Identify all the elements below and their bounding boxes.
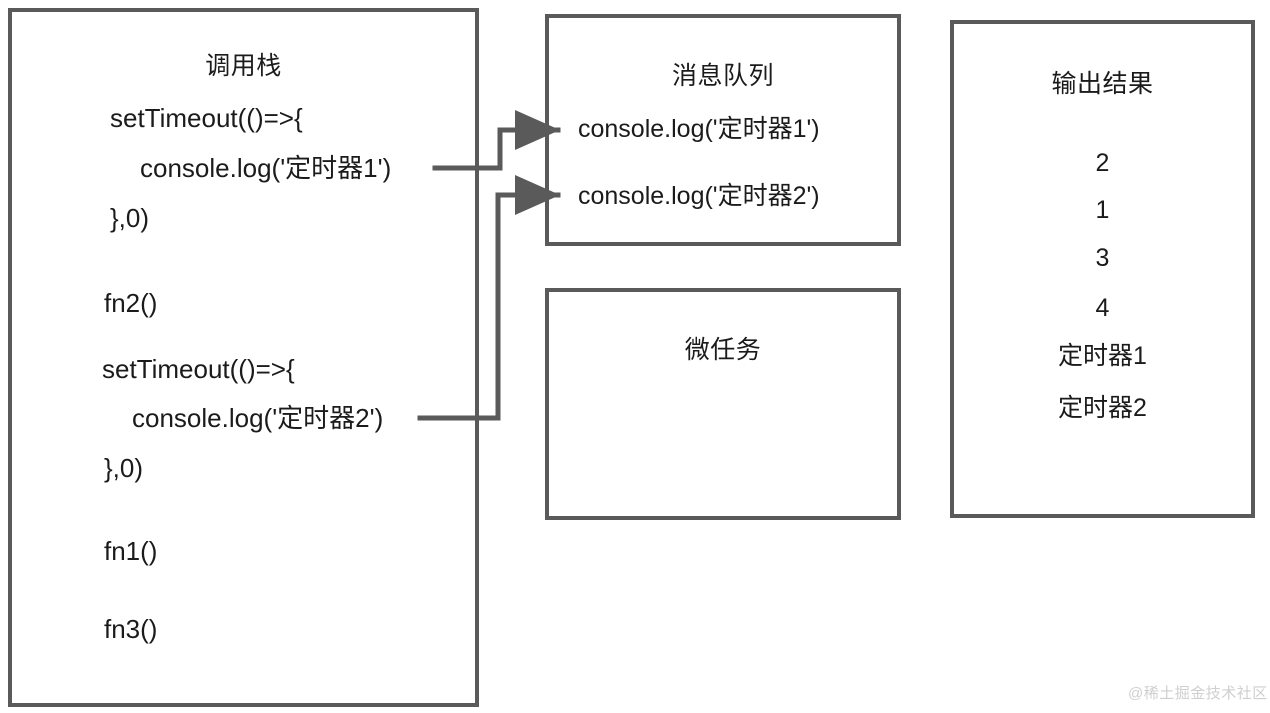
output-title: 输出结果 xyxy=(1051,70,1154,98)
call-stack-line-2: console.log('定时器1') xyxy=(140,153,392,183)
call-stack-line-4: fn2() xyxy=(104,288,158,318)
call-stack-line-8: fn1() xyxy=(104,536,158,566)
output-item-3: 3 xyxy=(1095,244,1110,272)
output-item-4: 4 xyxy=(1095,294,1110,322)
output-item-6: 定时器2 xyxy=(1058,394,1147,422)
micro-task-title: 微任务 xyxy=(684,336,762,364)
output-item-5: 定时器1 xyxy=(1058,342,1147,370)
call-stack-line-9: fn3() xyxy=(104,614,158,644)
output-item-1: 2 xyxy=(1095,149,1110,177)
message-queue-box: 消息队列 xyxy=(545,14,901,246)
call-stack-line-5: setTimeout(()=>{ xyxy=(102,354,295,384)
message-queue-title: 消息队列 xyxy=(671,62,774,90)
call-stack-title: 调用栈 xyxy=(205,52,282,80)
message-queue-item-2: console.log('定时器2') xyxy=(578,182,820,210)
micro-task-box: 微任务 xyxy=(545,288,901,520)
output-item-2: 1 xyxy=(1095,196,1110,224)
call-stack-line-6: console.log('定时器2') xyxy=(132,403,384,433)
call-stack-box: 调用栈 xyxy=(8,8,479,707)
call-stack-line-1: setTimeout(()=>{ xyxy=(110,103,303,133)
output-box: 输出结果 2 1 3 4 定时器1 定时器2 xyxy=(950,20,1255,518)
call-stack-line-3: },0) xyxy=(110,203,150,233)
watermark: @稀土掘金技术社区 xyxy=(1128,685,1268,702)
message-queue-item-1: console.log('定时器1') xyxy=(578,115,820,143)
call-stack-line-7: },0) xyxy=(104,453,144,483)
